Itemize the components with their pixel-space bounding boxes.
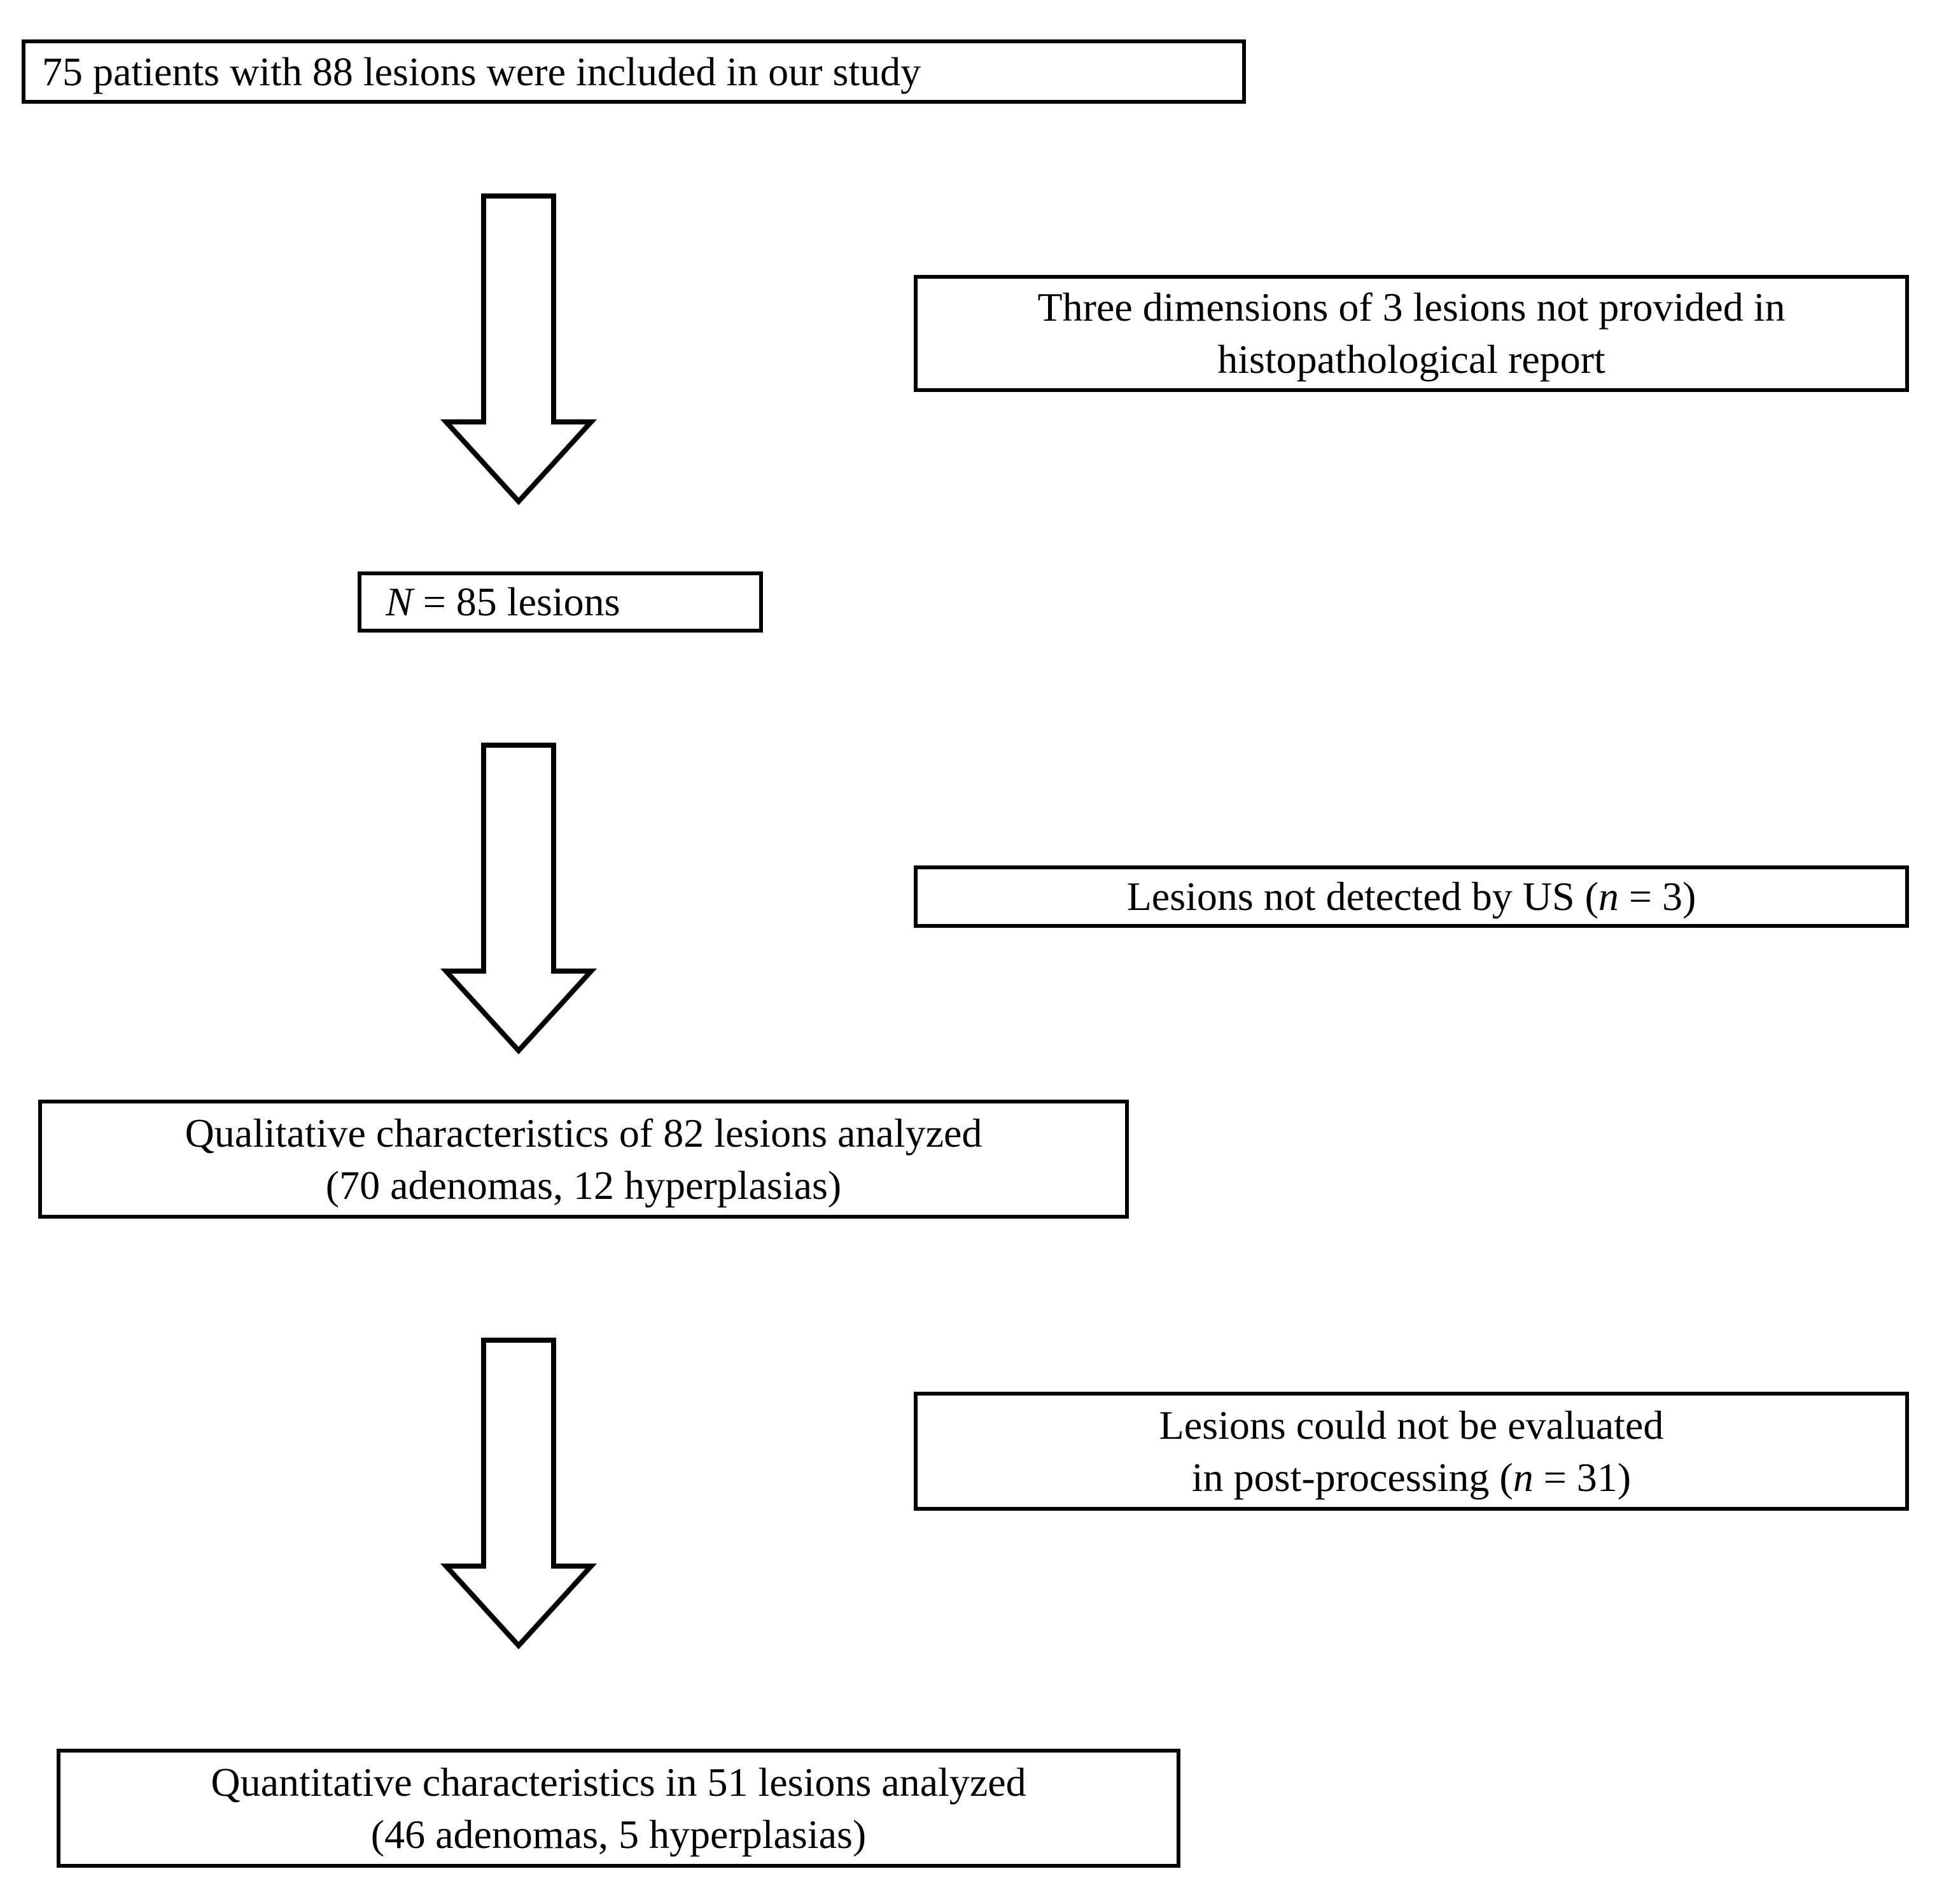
down-arrow-3-icon <box>440 1338 598 1649</box>
box-n85-lesions: N = 85 lesions <box>358 571 763 633</box>
excluded-us-pre: Lesions not detected by US ( <box>1126 874 1598 919</box>
quantitative-line2: (46 adenomas, 5 hyperplasias) <box>370 1811 867 1857</box>
excluded-postprocessing-line2: in post-processing (n = 31) <box>1192 1452 1631 1504</box>
down-arrow-1-icon <box>440 193 598 505</box>
n85-variable: N <box>386 579 413 624</box>
box-n85-lesions-text: N = 85 lesions <box>386 576 620 628</box>
box-excluded-us: Lesions not detected by US (n = 3) <box>914 865 1909 928</box>
excluded-dimensions-line1: Three dimensions of 3 lesions not provid… <box>1037 284 1786 330</box>
excluded-us-variable: n <box>1598 874 1619 919</box>
n85-rest: = 85 lesions <box>412 579 620 624</box>
excluded-us-post: = 3) <box>1618 874 1696 919</box>
box-quantitative-analysis: Quantitative characteristics in 51 lesio… <box>57 1749 1180 1868</box>
excluded-postprocessing-line1: Lesions could not be evaluated <box>1159 1402 1664 1448</box>
excluded-us-text: Lesions not detected by US (n = 3) <box>1127 871 1696 923</box>
excluded-postprocessing-variable: n <box>1513 1454 1534 1500</box>
excluded-dimensions-line2: histopathological report <box>1217 337 1605 382</box>
down-arrow-2-icon <box>440 743 598 1054</box>
quantitative-line1: Quantitative characteristics in 51 lesio… <box>211 1759 1026 1805</box>
excluded-postprocessing-post: = 31) <box>1533 1454 1632 1500</box>
box-patients-included: 75 patients with 88 lesions were include… <box>22 39 1246 104</box>
qualitative-line1: Qualitative characteristics of 82 lesion… <box>185 1110 982 1156</box>
qualitative-line2: (70 adenomas, 12 hyperplasias) <box>325 1162 842 1208</box>
box-excluded-postprocessing: Lesions could not be evaluated in post-p… <box>914 1392 1909 1511</box>
box-excluded-dimensions: Three dimensions of 3 lesions not provid… <box>914 275 1909 392</box>
box-patients-included-text: 75 patients with 88 lesions were include… <box>42 48 921 94</box>
excluded-postprocessing-pre: in post-processing ( <box>1191 1454 1513 1500</box>
box-qualitative-analysis: Qualitative characteristics of 82 lesion… <box>38 1100 1129 1219</box>
